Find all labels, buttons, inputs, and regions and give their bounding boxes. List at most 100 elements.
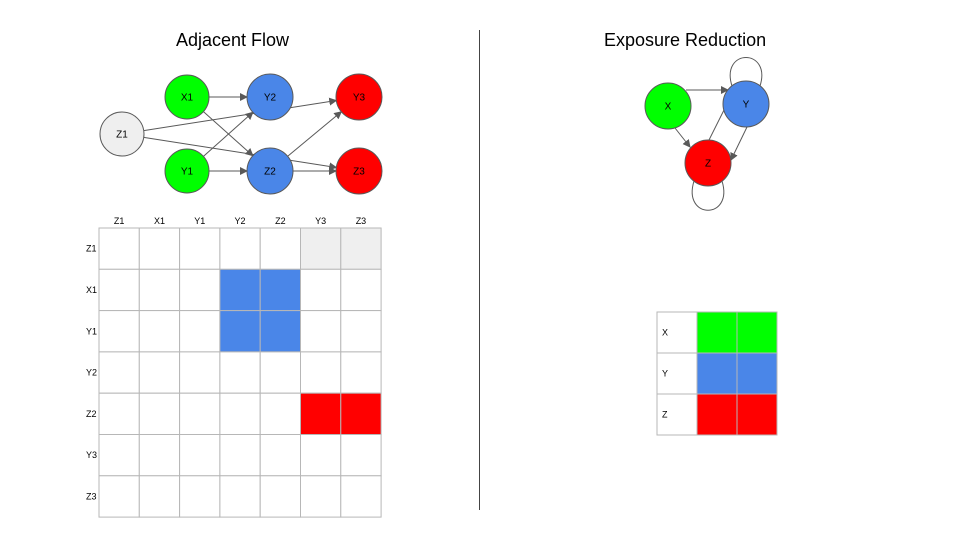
matrix-cell	[179, 268, 221, 312]
matrix-cell	[138, 310, 181, 353]
node-y3	[335, 73, 383, 121]
node-z1	[99, 111, 145, 157]
matrix-cell	[696, 311, 738, 354]
matrix-row-header	[656, 393, 698, 436]
matrix-cell	[138, 434, 181, 477]
node-label-z3: Z3	[353, 167, 365, 178]
matrix-cell	[736, 352, 778, 395]
matrix-cell	[98, 227, 140, 270]
matrix-cell	[340, 475, 382, 518]
matrix-row-label-z3: Z3	[86, 491, 97, 501]
edge-y-z	[730, 126, 748, 161]
matrix-cell	[259, 268, 302, 312]
matrix-cell	[219, 475, 261, 518]
matrix-cell	[98, 351, 140, 394]
matrix-cell	[300, 475, 342, 518]
matrix-cell	[340, 310, 382, 353]
matrix-cell	[138, 227, 181, 270]
node-label-x: X	[665, 102, 672, 113]
matrix-cell	[300, 227, 342, 270]
node-z	[684, 139, 732, 187]
node-label-y1: Y1	[181, 167, 194, 178]
node-label-y3: Y3	[353, 93, 366, 104]
matrix-col-label-z3: Z3	[356, 216, 367, 226]
matrix-col-label-y3: Y3	[315, 216, 326, 226]
matrix-cell	[138, 475, 181, 518]
matrix-cell	[179, 351, 221, 394]
matrix-cell	[340, 392, 382, 436]
matrix-row-label-y1: Y1	[86, 326, 97, 336]
exposure-reduction-graph: X Y Z	[644, 57, 770, 211]
matrix-cell	[340, 227, 382, 270]
matrix-cell	[179, 434, 221, 477]
edge-y1-y2	[203, 111, 254, 157]
matrix-cell	[98, 310, 140, 353]
matrix-cell	[259, 351, 302, 394]
matrix-row-label-z2: Z2	[86, 409, 97, 419]
matrix-cell	[259, 434, 302, 477]
matrix-cell	[340, 268, 382, 312]
matrix-cell	[300, 351, 342, 394]
matrix-cell	[736, 393, 778, 436]
edge-y-y-loop	[729, 57, 763, 87]
matrix-cell	[259, 392, 302, 436]
exposure-reduction-title: Exposure Reduction	[604, 30, 767, 50]
matrix-cell	[300, 268, 342, 312]
matrix-cell	[219, 227, 261, 270]
matrix-cell	[219, 392, 261, 436]
edge-z-z-loop	[691, 180, 725, 211]
node-x	[644, 82, 692, 130]
node-y	[722, 80, 770, 128]
matrix-cell	[259, 310, 302, 353]
exposure-reduction-matrix: X Y Z	[656, 311, 778, 436]
matrix-cell	[179, 392, 221, 436]
matrix-cell	[259, 475, 302, 518]
matrix-row-label-z: Z	[662, 410, 668, 420]
matrix-row-label-x1: X1	[86, 285, 97, 295]
matrix-cell	[219, 310, 261, 353]
matrix-cell	[98, 434, 140, 477]
matrix-cell	[736, 311, 778, 354]
matrix-cell	[179, 227, 221, 270]
node-label-y2: Y2	[264, 93, 277, 104]
adjacent-flow-title: Adjacent Flow	[176, 30, 290, 50]
matrix-cell	[219, 351, 261, 394]
node-label-x1: X1	[181, 93, 194, 104]
matrix-row-label-y: Y	[662, 369, 668, 379]
matrix-cell	[259, 227, 302, 270]
matrix-cell	[179, 475, 221, 518]
matrix-cell	[98, 475, 140, 518]
edge-z1-z3	[143, 136, 338, 171]
matrix-cell	[696, 393, 738, 436]
matrix-col-label-z2: Z2	[275, 216, 286, 226]
matrix-row-label-x: X	[662, 328, 668, 338]
matrix-col-label-x1: X1	[154, 216, 165, 226]
node-label-z: Z	[705, 159, 711, 170]
matrix-cell	[98, 268, 140, 312]
matrix-cell	[340, 351, 382, 394]
matrix-row-label-z1: Z1	[86, 244, 97, 254]
matrix-col-label-z1: Z1	[114, 216, 125, 226]
node-label-z1: Z1	[116, 130, 128, 141]
node-x1	[164, 74, 210, 120]
matrix-col-label-y2: Y2	[235, 216, 246, 226]
matrix-row-header	[656, 311, 698, 354]
matrix-cell	[300, 434, 342, 477]
node-y1	[164, 148, 210, 194]
matrix-cell	[138, 392, 181, 436]
matrix-col-label-y1: Y1	[194, 216, 205, 226]
edge-z2-y3	[287, 111, 343, 157]
matrix-row-label-y3: Y3	[86, 450, 97, 460]
matrix-cell	[340, 434, 382, 477]
matrix-cell	[138, 351, 181, 394]
panel-divider	[479, 30, 480, 510]
node-label-y: Y	[743, 100, 750, 111]
edge-x-z	[674, 127, 691, 148]
matrix-cell	[219, 434, 261, 477]
matrix-cell	[179, 310, 221, 353]
edge-z1-y3	[143, 97, 338, 132]
node-z3	[335, 147, 383, 195]
